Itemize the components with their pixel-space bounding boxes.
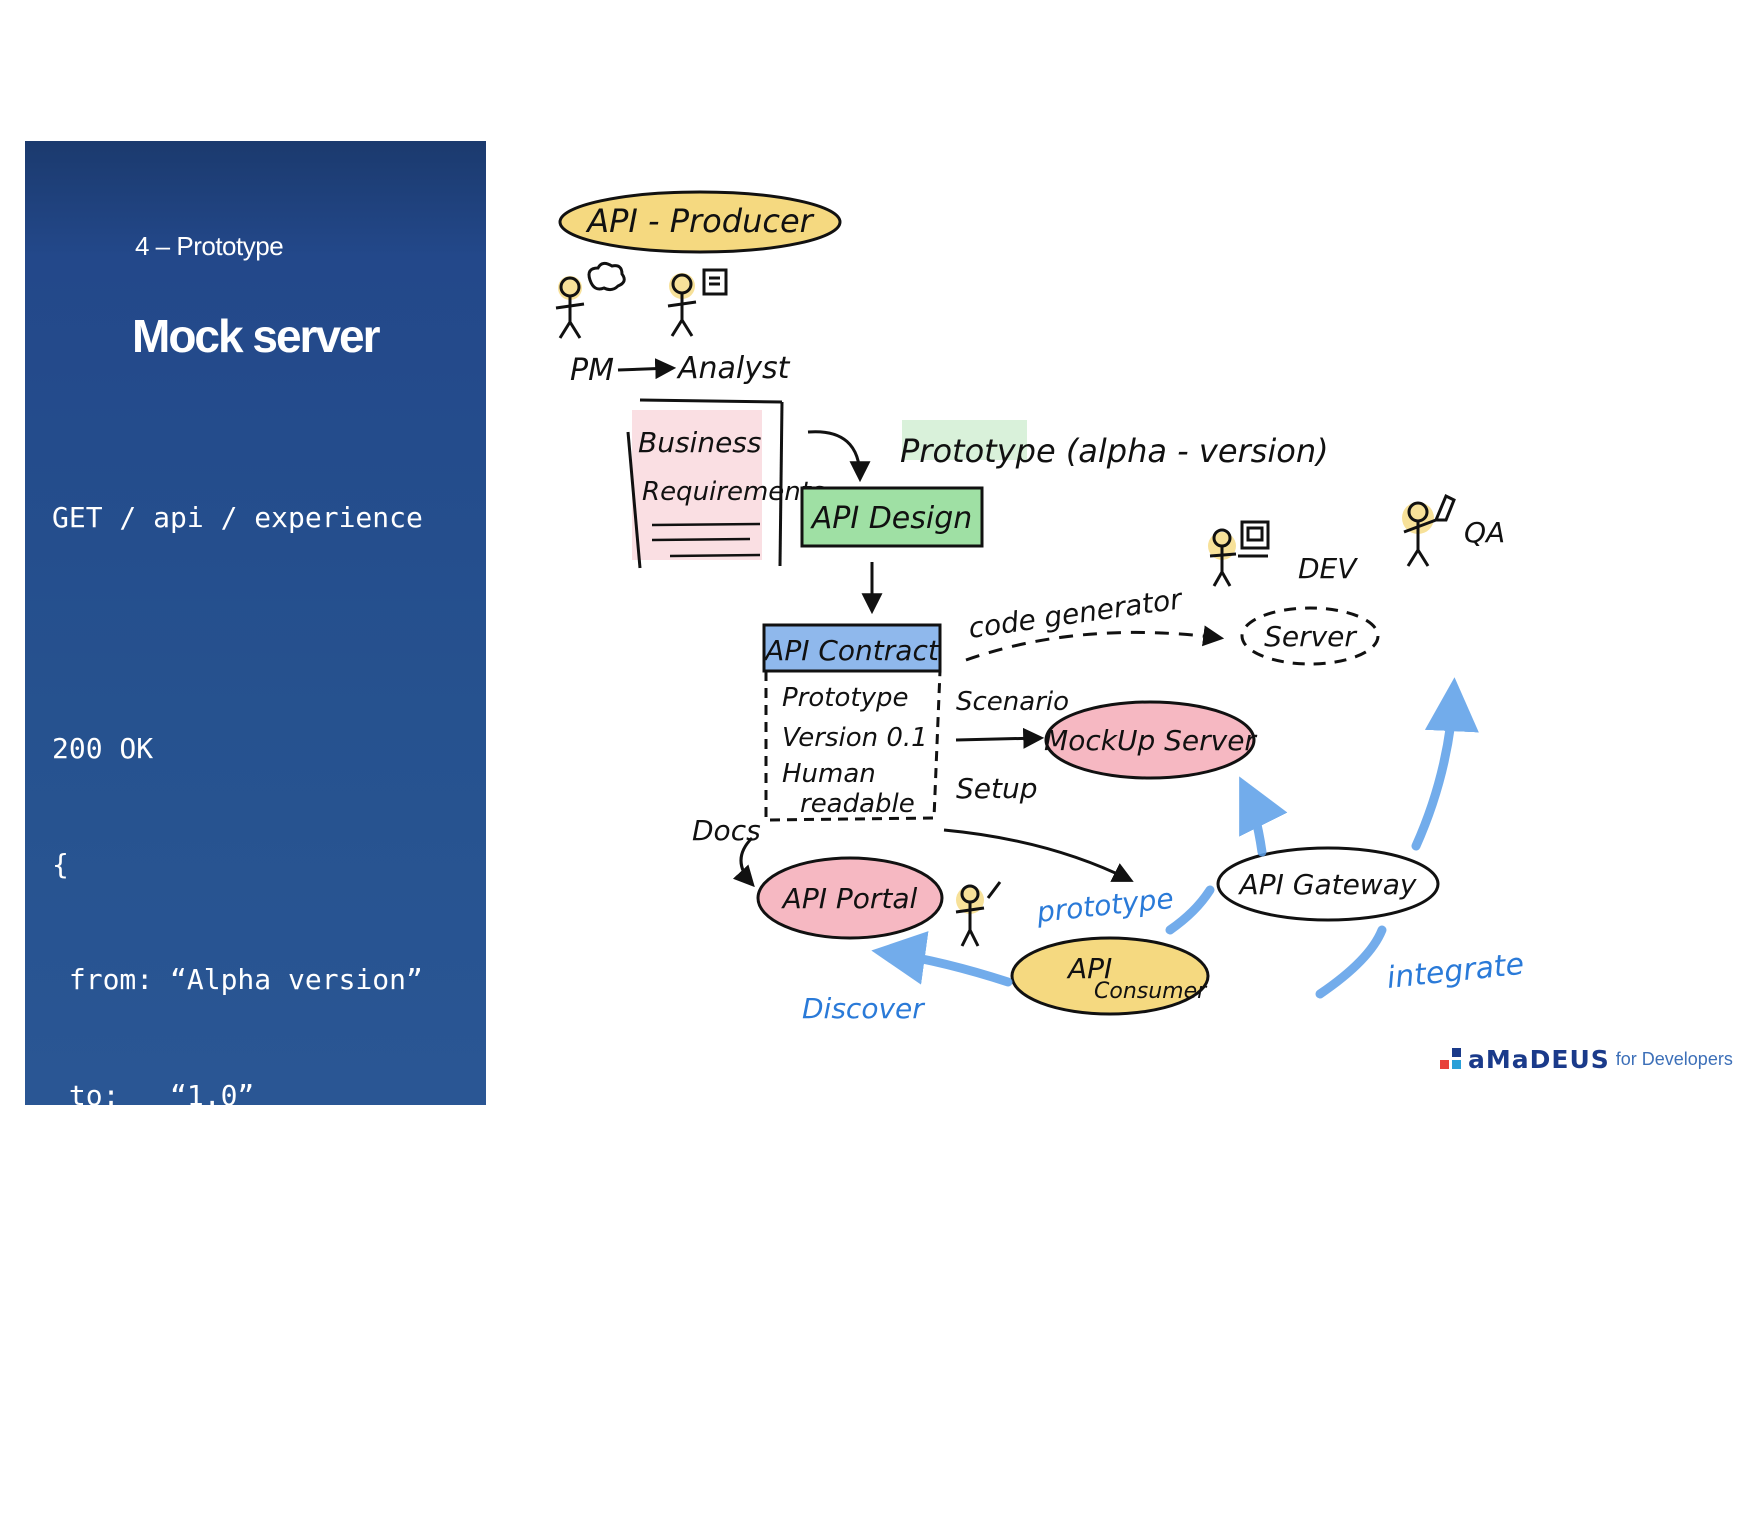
logo-tagline: for Developers — [1615, 1048, 1733, 1069]
api-consumer-line1: API — [1066, 952, 1112, 985]
api-gateway-node: API Gateway — [1216, 846, 1440, 922]
integrate-label: integrate — [1385, 947, 1525, 996]
slide-subtitle: 4 – Prototype — [135, 231, 284, 261]
api-producer-node: API - Producer — [558, 190, 842, 254]
code-line: to: “1.0” — [52, 1078, 255, 1112]
consumer-figure-icon — [955, 881, 1002, 947]
code-generator-label: code generator — [966, 582, 1185, 645]
api-portal-node: API Portal — [756, 856, 944, 940]
code-line: { — [52, 847, 69, 881]
api-gateway-label: API Gateway — [1238, 868, 1417, 901]
api-producer-label: API - Producer — [585, 202, 814, 240]
qa-figure-icon — [1402, 493, 1456, 567]
amadeus-wordmark: aMaDEUS — [1468, 1044, 1610, 1074]
pm-figure-icon — [555, 261, 626, 339]
analyst-figure-icon — [667, 268, 728, 337]
api-consumer-node: API Consumer — [1010, 936, 1210, 1016]
code-line: 200 OK — [52, 732, 154, 765]
code-block: GET / api / experience 200 OK { from: “A… — [52, 422, 482, 1539]
code-line: } — [52, 1425, 69, 1458]
contract-line-readable: readable — [800, 789, 915, 819]
dev-label: DEV — [1298, 552, 1358, 585]
api-contract-label: API Contract — [763, 634, 940, 667]
business-requirements-doc: Business Requirements — [626, 398, 825, 569]
pm-label: PM — [570, 353, 614, 388]
server-node: Server — [1240, 606, 1380, 666]
amadeus-logo: aMaDEUS for Developers — [1440, 1044, 1733, 1074]
business-label: Business — [638, 426, 761, 459]
slide-title: Mock server — [132, 310, 380, 362]
contract-line-version: Version 0.1 — [782, 723, 928, 753]
code-line: from: “Alpha version” — [52, 963, 423, 996]
code-line: via: “Beta version” — [52, 1309, 390, 1343]
setup-label: Setup — [956, 772, 1038, 805]
qa-label: QA — [1464, 516, 1505, 549]
discover-label: Discover — [802, 992, 925, 1025]
requirements-label: Requirements — [642, 477, 825, 507]
code-line: GET / api / experience — [52, 501, 423, 534]
mockup-server-label: MockUp Server — [1044, 724, 1257, 757]
title-panel: 4 – Prototype Mock server GET / api / ex… — [25, 141, 486, 1458]
api-portal-label: API Portal — [781, 882, 918, 915]
blue-flow-arrows — [871, 677, 1479, 999]
server-label: Server — [1264, 620, 1357, 653]
code-line — [52, 1192, 482, 1231]
dev-figure-icon — [1208, 520, 1270, 587]
amadeus-mark-icon — [1440, 1048, 1462, 1070]
mockup-server-node: MockUp Server — [1044, 700, 1257, 780]
code-line — [52, 615, 482, 654]
prototype-alpha-label: Prototype (alpha - version) — [900, 432, 1329, 470]
prototype-blue-label: prototype — [1034, 882, 1175, 929]
contract-line-human: Human — [782, 759, 876, 789]
api-consumer-line2: Consumer — [1094, 979, 1208, 1004]
api-design-label: API Design — [810, 501, 973, 536]
workflow-diagram: API - Producer PM Analyst Business Requi… — [555, 190, 1526, 1025]
analyst-label: Analyst — [676, 351, 791, 386]
scenario-label: Scenario — [956, 687, 1069, 717]
api-design-node: API Design — [800, 486, 984, 548]
docs-label: Docs — [692, 814, 761, 847]
api-contract-node: API Contract Prototype Version 0.1 Human… — [762, 623, 942, 822]
contract-line-prototype: Prototype — [782, 683, 908, 713]
